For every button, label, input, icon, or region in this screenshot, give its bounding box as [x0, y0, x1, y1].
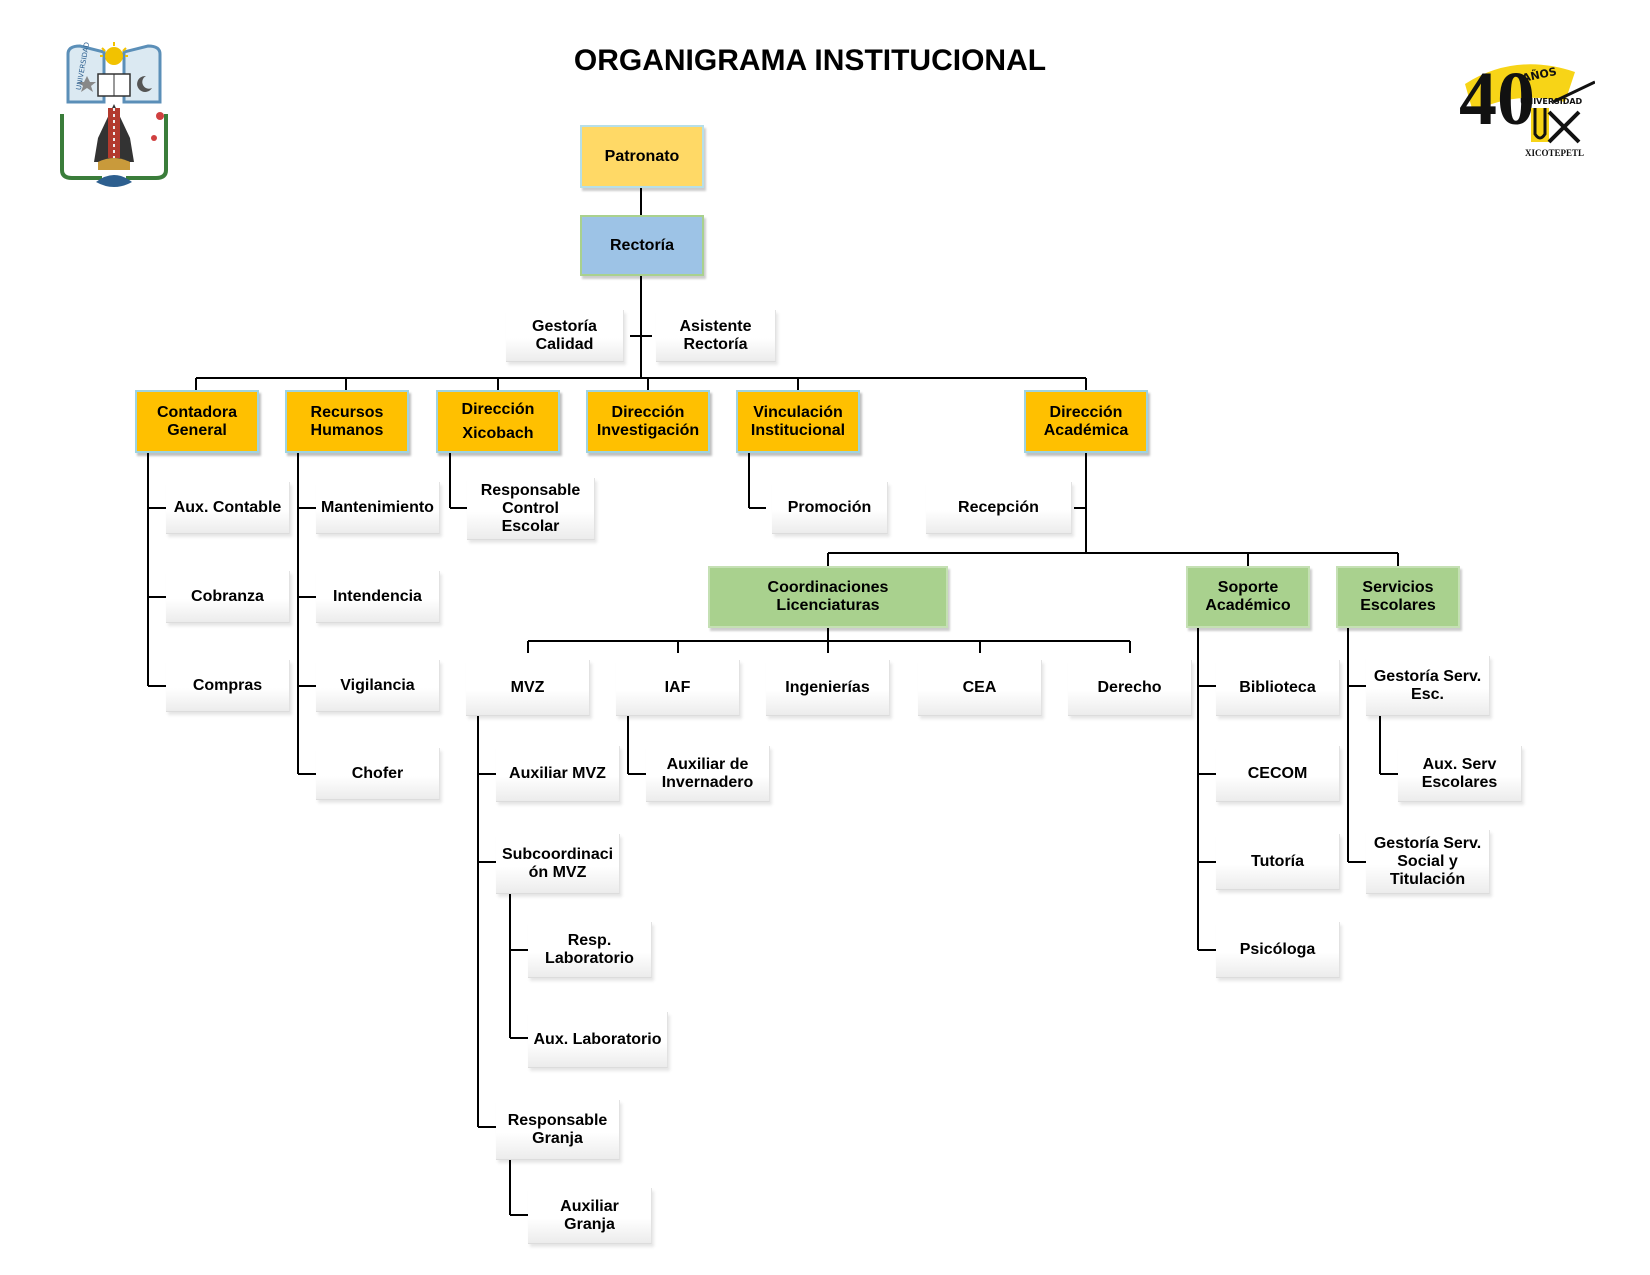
node-mantenimiento: Mantenimiento — [316, 482, 440, 534]
node-aux-laboratorio: Aux. Laboratorio — [528, 1012, 668, 1068]
page-title: ORGANIGRAMA INSTITUCIONAL — [573, 44, 1047, 77]
node-cea: CEA — [918, 660, 1042, 716]
node-contadora-general: Contadora General — [135, 390, 259, 453]
node-recepcion: Recepción — [926, 482, 1072, 534]
anniversary-40-logo-icon: 40 AÑOS UNIVERSIDAD XICOTEPETL — [1459, 57, 1596, 158]
node-cobranza: Cobranza — [166, 571, 290, 623]
node-servicios-escolares: Servicios Escolares — [1336, 566, 1460, 628]
node-responsable-control-escolar: Responsable Control Escolar — [467, 478, 595, 540]
node-gestoria-serv-esc: Gestoría Serv. Esc. — [1366, 656, 1490, 716]
node-auxiliar-invernadero: Auxiliar de Invernadero — [646, 746, 770, 802]
node-vigilancia: Vigilancia — [316, 660, 440, 712]
node-direccion-xicobach: Dirección Xicobach — [436, 390, 560, 453]
node-intendencia: Intendencia — [316, 571, 440, 623]
node-direccion-academica: Dirección Académica — [1024, 390, 1148, 453]
node-soporte-academico: Soporte Académico — [1186, 566, 1310, 628]
svg-text:XICOTEPETL: XICOTEPETL — [1525, 148, 1584, 158]
node-rectoria: Rectoría — [580, 215, 704, 276]
node-mvz: MVZ — [466, 660, 590, 716]
university-seal-icon: UNIVERSIDAD — [60, 42, 168, 187]
node-auxiliar-granja: Auxiliar Granja — [528, 1188, 652, 1244]
node-derecho: Derecho — [1068, 660, 1192, 716]
node-auxiliar-mvz: Auxiliar MVZ — [496, 746, 620, 802]
university-seal-logo: UNIVERSIDAD — [58, 42, 170, 197]
node-patronato: Patronato — [580, 125, 704, 188]
node-gestoria-serv-social: Gestoría Serv. Social y Titulación — [1366, 830, 1490, 894]
node-responsable-granja: Responsable Granja — [496, 1100, 620, 1160]
node-recursos-humanos: Recursos Humanos — [285, 390, 409, 453]
node-tutoria: Tutoría — [1216, 834, 1340, 890]
node-resp-laboratorio: Resp. Laboratorio — [528, 922, 652, 978]
node-aux-contable: Aux. Contable — [166, 482, 290, 534]
node-vinculacion-institucional: Vinculación Institucional — [736, 390, 860, 453]
node-asistente-rectoria: Asistente Rectoría — [656, 310, 776, 362]
node-psicologa: Psicóloga — [1216, 922, 1340, 978]
node-promocion: Promoción — [772, 482, 888, 534]
node-direccion-investigacion: Dirección Investigación — [586, 390, 710, 453]
node-chofer: Chofer — [316, 748, 440, 800]
node-cecom: CECOM — [1216, 746, 1340, 802]
node-gestoria-calidad: Gestoría Calidad — [506, 310, 624, 362]
svg-text:40: 40 — [1459, 57, 1535, 141]
svg-text:UNIVERSIDAD: UNIVERSIDAD — [1520, 97, 1583, 106]
node-ingenierias: Ingenierías — [766, 660, 890, 716]
node-aux-serv-escolares: Aux. Serv Escolares — [1398, 746, 1522, 802]
node-biblioteca: Biblioteca — [1216, 660, 1340, 716]
node-subcoordinacion-mvz: Subcoordinación MVZ — [496, 834, 620, 894]
node-compras: Compras — [166, 660, 290, 712]
node-iaf: IAF — [616, 660, 740, 716]
anniversary-40-logo: 40 AÑOS UNIVERSIDAD XICOTEPETL — [1445, 42, 1596, 172]
node-coordinaciones-licenciaturas: Coordinaciones Licenciaturas — [708, 566, 948, 628]
